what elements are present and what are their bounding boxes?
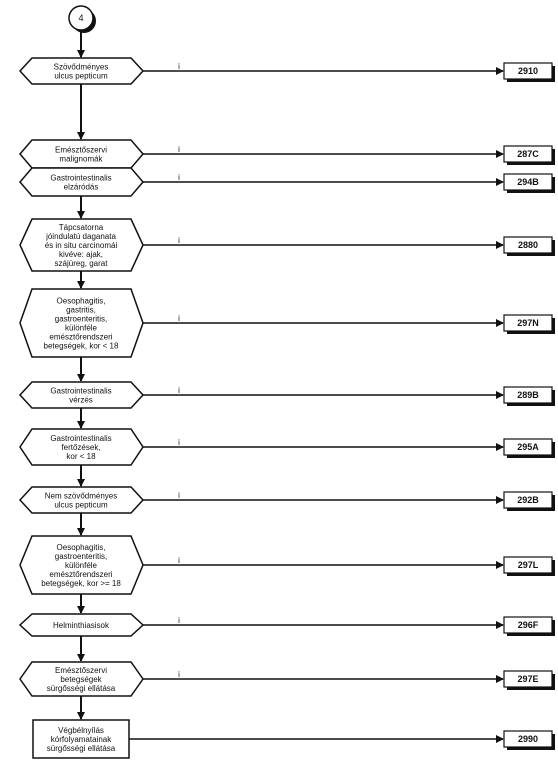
node-label-line: sürgősségi ellátása [47, 744, 116, 753]
decision-node [19, 218, 144, 272]
node-label-line: különféle [65, 561, 98, 570]
code-label: 2910 [518, 66, 538, 76]
code-label: 295A [517, 442, 539, 452]
decision-node [19, 661, 144, 697]
branch-label: i [178, 670, 180, 679]
node-label-line: Tápcsatorna [59, 223, 104, 232]
node-label-line: malignomák [59, 155, 103, 164]
node-label-line: betegségek [60, 675, 102, 684]
branch-label: i [178, 145, 180, 154]
decision-node [19, 535, 144, 595]
code-box [503, 438, 553, 456]
branch-label: i [178, 386, 180, 395]
node-label-line: kivéve: ajak, [59, 250, 103, 259]
branch-label: i [178, 556, 180, 565]
start-connector [68, 5, 94, 31]
node-label-line: ulcus pepticum [54, 72, 108, 81]
code-box [503, 314, 553, 332]
code-box [503, 236, 553, 254]
code-label: 297E [517, 674, 538, 684]
code-label: 297L [518, 560, 539, 570]
node-label-line: Oesophagitis, [57, 543, 106, 552]
node-label-line: fertőzések, [61, 443, 100, 452]
node-label-line: gastroenteritis, [55, 315, 107, 324]
code-box [503, 145, 553, 163]
decision-node [18, 486, 145, 514]
branch-label: i [178, 491, 180, 500]
code-label: 297N [517, 318, 539, 328]
decision-node [19, 288, 144, 358]
branch-label: i [178, 236, 180, 245]
node-label-line: emésztőrendszeri [49, 333, 112, 342]
node-label-line: Gastrointestinalis [50, 387, 111, 396]
code-box [503, 556, 553, 574]
node-label-line: kor < 18 [66, 452, 96, 461]
node-label-line: Végbélnyílás [58, 726, 104, 735]
branch-label: i [178, 616, 180, 625]
code-box [503, 491, 553, 509]
node-label-line: és in situ carcinomái [45, 241, 118, 250]
node-label-line: jóindulatú daganata [45, 232, 116, 241]
code-label: 2880 [518, 240, 538, 250]
code-box [503, 670, 553, 688]
node-label-line: sürgősségi ellátása [47, 684, 116, 693]
node-label-line: Nem szövődményes [45, 492, 117, 501]
code-label: 294B [517, 177, 539, 187]
code-box [503, 616, 553, 634]
final-process-box [32, 719, 130, 759]
node-label-line: szájüreg, garat [55, 259, 109, 268]
branch-label: i [178, 62, 180, 71]
code-box [503, 386, 553, 404]
node-label-line: Gastrointestinalis [50, 434, 111, 443]
node-label-line: Szövődményes [54, 63, 109, 72]
node-label-line: emésztőrendszeri [49, 570, 112, 579]
node-label-line: Emésztőszervi [55, 666, 107, 675]
branch-label: i [178, 314, 180, 323]
code-label: 296F [518, 620, 539, 630]
connector-label: 4 [78, 13, 83, 23]
node-label-line: Gastrointestinalis [50, 174, 111, 183]
node-label-line: gastroenteritis, [55, 552, 107, 561]
node-label-line: elzáródás [64, 183, 99, 192]
code-label: 289B [517, 390, 539, 400]
node-label-line: vérzés [69, 396, 93, 405]
code-box [503, 173, 553, 191]
decision-node [19, 428, 144, 466]
branch-label: i [178, 438, 180, 447]
node-label-line: gastritis, [66, 306, 96, 315]
decision-node [19, 167, 144, 197]
final-code-box [503, 730, 553, 748]
node-label-line: Helminthiasisok [53, 621, 110, 630]
node-label-line: ulcus pepticum [54, 501, 108, 510]
node-label-line: betegségek, kor < 18 [44, 342, 119, 351]
node-label-line: Oesophagitis, [57, 297, 106, 306]
node-label-line: Emésztőszervi [55, 146, 107, 155]
decision-node [18, 381, 145, 409]
node-label-line: betegségek, kor >= 18 [41, 579, 121, 588]
code-label: 287C [517, 149, 539, 159]
code-label: 2990 [518, 734, 538, 744]
code-box [503, 62, 553, 80]
branch-label: i [178, 173, 180, 182]
node-label-line: különféle [65, 324, 98, 333]
node-label-line: kórfolyamatainak [51, 735, 112, 744]
decision-node [18, 57, 145, 85]
decision-node [18, 613, 145, 637]
code-label: 292B [517, 495, 539, 505]
